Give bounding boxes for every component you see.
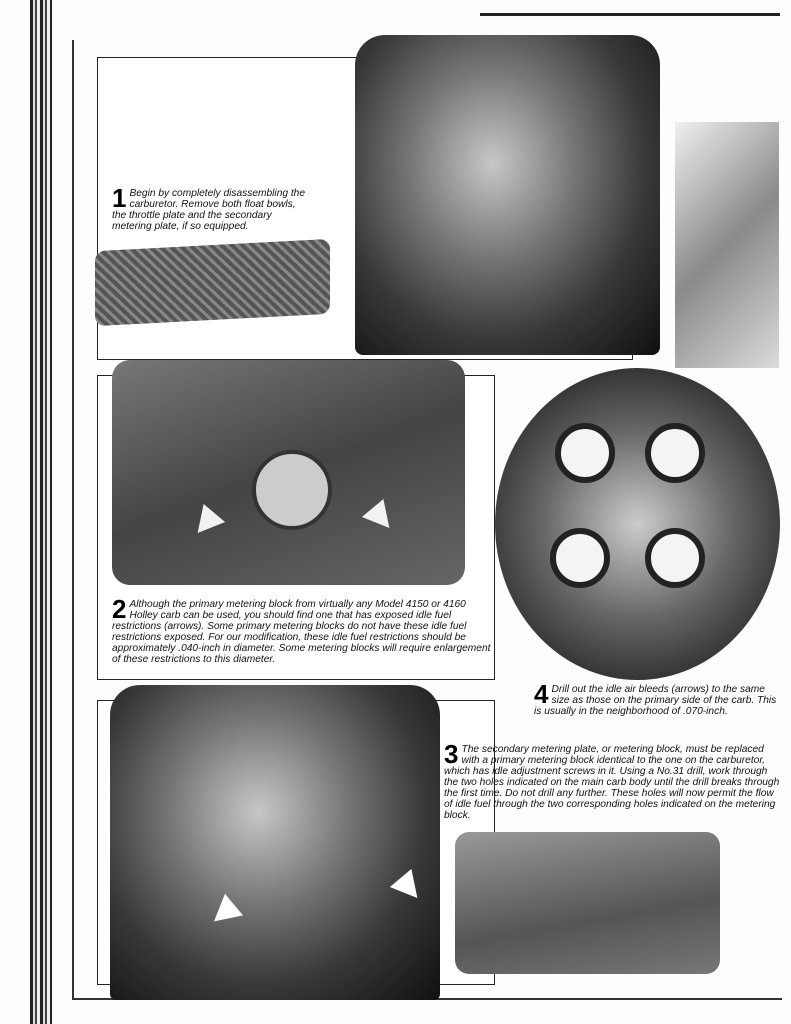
photo-carb-top-view [495, 368, 780, 680]
caption-text: The secondary metering plate, or meterin… [444, 744, 780, 821]
step-number: 4 [534, 679, 549, 709]
step-number: 2 [112, 594, 127, 624]
step-number: 1 [112, 183, 127, 213]
arrow-indicator [389, 869, 429, 907]
photo-throttle-plate [95, 238, 330, 327]
caption-text: Begin by completely disassembling the ca… [112, 188, 306, 232]
top-rule [480, 13, 780, 16]
caption-text: Drill out the idle air bleeds (arrows) t… [534, 684, 777, 717]
caption-text: Although the primary metering block from… [112, 599, 491, 665]
photo-primary-metering-block [112, 360, 465, 585]
step-number: 3 [444, 739, 459, 769]
photo-carburetor-main-body [110, 685, 440, 1000]
page-border-line [72, 40, 74, 1000]
photo-secondary-metering-block [455, 832, 720, 974]
arrow-indicator [361, 499, 401, 537]
arrow-indicator [186, 504, 226, 542]
scan-binding-edge [30, 0, 52, 1024]
arrow-indicator [205, 893, 243, 933]
photo-air-bleed-closeup [675, 122, 779, 368]
photo-carburetor-disassembled [355, 35, 660, 355]
